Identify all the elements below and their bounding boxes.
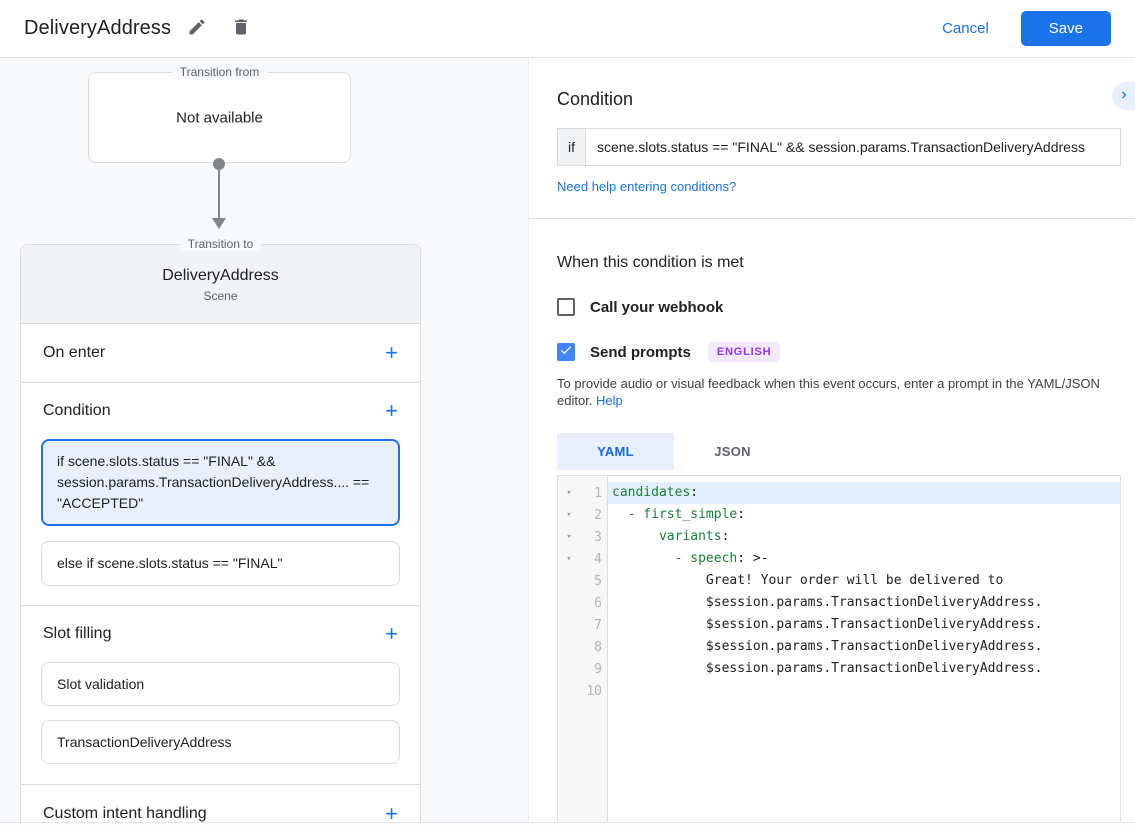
fold-icon[interactable]: ▾ [566,532,572,542]
editor-hint-text: To provide audio or visual feedback when… [557,375,1117,409]
code-line: $session.params.TransactionDeliveryAddre… [612,595,1043,610]
line-number: 4 [594,551,602,567]
page-title: DeliveryAddress [24,17,172,39]
connector-arrowhead-icon [212,218,226,229]
on-enter-label: On enter [43,344,106,361]
fold-icon[interactable]: ▾ [566,510,572,520]
collapse-panel-button[interactable] [1112,82,1135,110]
code-line: candidates: [608,482,1120,504]
call-webhook-label: Call your webhook [590,298,724,316]
line-number: 5 [594,573,602,589]
transition-from-value: Not available [176,109,263,126]
transition-to-label: Transition to [179,237,262,251]
scene-name: DeliveryAddress [162,267,279,284]
add-custom-intent-icon[interactable]: + [385,800,398,822]
hint-body: To provide audio or visual feedback when… [557,376,1100,408]
code-line: variants: [612,529,730,544]
scene-type-label: Scene [203,289,238,303]
slot-filling-section: Slot filling + Slot validation Transacti… [21,605,420,784]
bottom-edge-strip [0,822,1135,827]
condition-section-label: Condition [43,402,111,419]
slot-filling-label: Slot filling [43,625,112,642]
connector-dot [213,158,225,170]
code-line [608,680,1120,702]
condition-expression-input[interactable]: scene.slots.status == "FINAL" && session… [586,128,1121,166]
line-number: 7 [594,617,602,633]
top-bar: DeliveryAddress Cancel Save [0,0,1135,58]
code-line: $session.params.TransactionDeliveryAddre… [612,661,1043,676]
send-prompts-row: Send prompts ENGLISH [557,342,1135,362]
fold-icon[interactable]: ▾ [566,488,572,498]
when-condition-met-title: When this condition is met [557,254,744,271]
condition-card-selected[interactable]: if scene.slots.status == "FINAL" && sess… [41,439,400,526]
cancel-button[interactable]: Cancel [926,12,1005,45]
editor-format-tabs: YAML JSON [557,433,1135,470]
language-badge: ENGLISH [707,342,781,362]
transition-to-card: Transition to DeliveryAddress Scene On e… [20,237,421,822]
yaml-code-editor[interactable]: ▾ 1 ▾ 2 ▾ 3 ▾ 4 5 6 7 8 9 10 candidates: - f… [557,475,1121,825]
condition-panel-title: Condition [557,89,634,109]
condition-expression-row: if scene.slots.status == "FINAL" && sess… [557,128,1121,166]
send-prompts-checkbox[interactable] [557,343,575,361]
tab-json[interactable]: JSON [674,433,791,470]
scene-card-header[interactable]: DeliveryAddress Scene [21,245,420,324]
line-number: 2 [594,507,602,523]
line-number: 1 [594,485,602,501]
delete-scene-button[interactable] [223,11,259,47]
editor-code-area[interactable]: candidates: - first_simple: variants: - … [608,476,1120,824]
panel-divider [529,218,1135,219]
call-webhook-checkbox[interactable] [557,298,575,316]
webhook-row: Call your webhook [557,298,1135,316]
save-button[interactable]: Save [1020,11,1111,46]
condition-detail-panel: Condition if scene.slots.status == "FINA… [528,58,1135,825]
line-number: 3 [594,529,602,545]
trash-icon [231,17,251,40]
chevron-right-icon [1117,88,1131,105]
transition-from-box[interactable]: Transition from Not available [88,65,351,163]
transaction-delivery-address-card[interactable]: TransactionDeliveryAddress [41,720,400,764]
code-line: Great! Your order will be delivered to [612,573,1004,588]
connector-line [218,168,220,220]
pencil-icon [187,17,207,40]
custom-intent-label: Custom intent handling [43,804,207,822]
line-number: 8 [594,639,602,655]
on-enter-section: On enter + [21,324,420,382]
code-line: $session.params.TransactionDeliveryAddre… [612,639,1043,654]
if-label: if [557,128,586,166]
code-line: - first_simple: [612,507,746,522]
transition-from-label: Transition from [171,65,268,79]
add-on-enter-icon[interactable]: + [385,340,398,365]
fold-icon[interactable]: ▾ [566,554,572,564]
send-prompts-label: Send prompts [590,343,691,361]
condition-help-link[interactable]: Need help entering conditions? [557,179,737,194]
edit-title-button[interactable] [179,11,215,47]
tab-yaml[interactable]: YAML [557,433,674,470]
code-line: $session.params.TransactionDeliveryAddre… [612,617,1043,632]
add-slot-icon[interactable]: + [385,621,398,646]
condition-section: Condition + if scene.slots.status == "FI… [21,382,420,605]
slot-validation-card[interactable]: Slot validation [41,662,400,706]
add-condition-icon[interactable]: + [385,398,398,423]
hint-help-link[interactable]: Help [596,393,623,408]
flow-canvas: Transition from Not available Transition… [0,58,528,822]
line-number: 9 [594,661,602,677]
checkmark-icon [559,343,573,362]
condition-card[interactable]: else if scene.slots.status == "FINAL" [41,541,400,586]
line-number: 6 [594,595,602,611]
editor-gutter: ▾ 1 ▾ 2 ▾ 3 ▾ 4 5 6 7 8 9 10 [558,476,608,824]
custom-intent-section: Custom intent handling + [21,784,420,822]
line-number: 10 [586,683,602,699]
code-line: - speech: >- [612,551,769,566]
